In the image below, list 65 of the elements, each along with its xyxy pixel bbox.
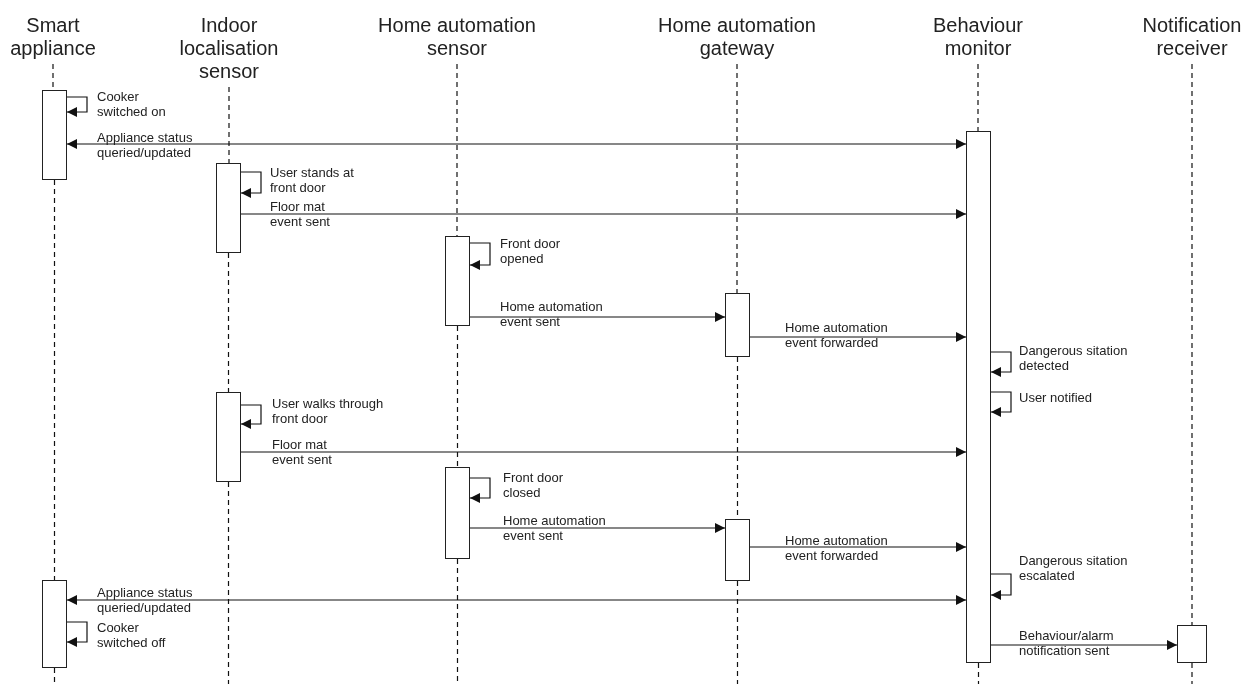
- activation-bar: [216, 392, 241, 482]
- activation-bar: [1177, 625, 1207, 663]
- activation-bar: [445, 236, 470, 326]
- message-label: Home automation event sent: [500, 299, 604, 329]
- activation-bar: [216, 163, 241, 253]
- self-message-arrow: [469, 477, 491, 503]
- lifeline: [977, 662, 980, 684]
- message-arrow: [990, 640, 1178, 650]
- lifeline: [53, 179, 56, 581]
- self-message-arrow: [990, 351, 1012, 377]
- self-message-arrow: [469, 242, 491, 270]
- self-message-arrow: [240, 171, 262, 198]
- message-arrow: [66, 139, 967, 149]
- message-label: Floor mat event sent: [270, 199, 331, 229]
- message-arrow: [469, 523, 726, 533]
- self-message-arrow: [66, 96, 88, 117]
- lifeline: [736, 63, 738, 294]
- message-label: Cooker switched off: [97, 620, 167, 650]
- lifeline: [1191, 662, 1193, 684]
- message-arrow: [66, 595, 967, 605]
- participant-label: Home automation gateway: [652, 14, 822, 60]
- activation-bar: [42, 90, 67, 180]
- self-message-arrow: [990, 391, 1012, 417]
- message-label: User notified: [1019, 390, 1093, 405]
- participant-label: Notification receiver: [1132, 14, 1252, 60]
- message-label: Floor mat event sent: [272, 437, 333, 467]
- message-arrow: [240, 209, 967, 219]
- message-label: Home automation event forwarded: [785, 320, 889, 350]
- message-label: Front door closed: [503, 470, 564, 500]
- lifeline: [736, 580, 739, 684]
- self-message-arrow: [66, 621, 88, 647]
- participant-label: Smart appliance: [0, 14, 108, 60]
- message-arrow: [749, 542, 967, 552]
- message-label: User stands at front door: [270, 165, 355, 195]
- activation-bar: [725, 293, 750, 357]
- lifeline: [456, 558, 459, 684]
- activation-bar: [725, 519, 750, 581]
- activation-bar: [966, 131, 991, 663]
- activation-bar: [445, 467, 470, 559]
- message-arrow: [469, 312, 726, 322]
- self-message-arrow: [990, 573, 1012, 600]
- lifeline: [53, 667, 56, 684]
- message-label: User walks through front door: [272, 396, 385, 426]
- lifeline: [1191, 63, 1193, 626]
- lifeline: [456, 325, 459, 468]
- activation-bar: [42, 580, 67, 668]
- lifeline: [977, 63, 979, 132]
- message-arrow: [240, 447, 967, 457]
- message-label: Appliance status queried/updated: [97, 130, 194, 160]
- participant-label: Behaviour monitor: [923, 14, 1033, 60]
- message-label: Cooker switched on: [97, 89, 167, 119]
- lifeline: [228, 86, 230, 164]
- message-label: Front door opened: [500, 236, 561, 266]
- lifeline: [227, 252, 230, 393]
- message-label: Appliance status queried/updated: [97, 585, 194, 615]
- message-label: Home automation event sent: [503, 513, 607, 543]
- message-label: Behaviour/alarm notification sent: [1019, 628, 1115, 658]
- message-label: Dangerous sitation detected: [1019, 343, 1129, 373]
- participant-label: Indoor localisation sensor: [174, 14, 284, 83]
- self-message-arrow: [240, 404, 262, 429]
- message-label: Home automation event forwarded: [785, 533, 889, 563]
- message-label: Dangerous sitation escalated: [1019, 553, 1129, 583]
- participant-label: Home automation sensor: [372, 14, 542, 60]
- message-arrow: [749, 332, 967, 342]
- lifeline: [227, 481, 230, 684]
